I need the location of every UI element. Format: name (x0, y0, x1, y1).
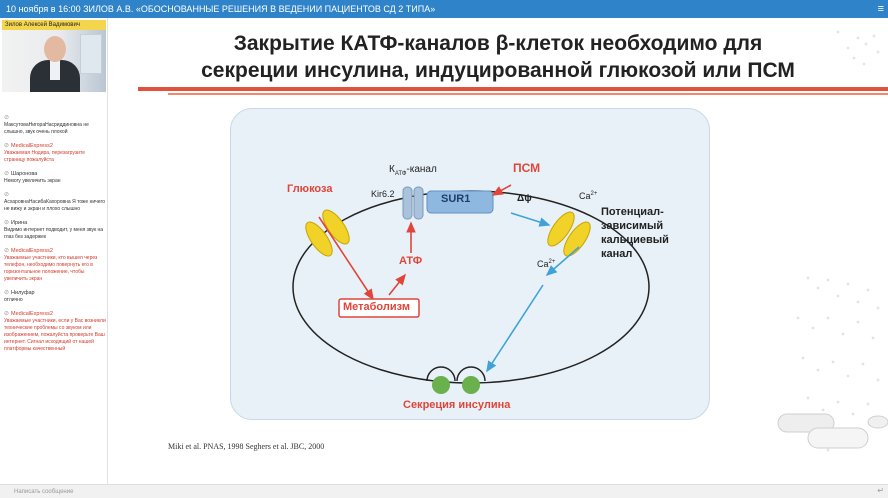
arrow-glucose-to-metabolism (318, 216, 374, 301)
chat-message-text: МаксутоваНигораНасриддиновна не слышно, … (4, 122, 89, 135)
chat-message-input[interactable]: Написать сообщение (14, 489, 74, 495)
kir62-subunit-left (402, 186, 413, 220)
beta-cell-diagram-svg (292, 184, 650, 394)
arrow-calcium-to-secretion (486, 284, 544, 373)
calcium-channel-right (563, 221, 591, 257)
arrow-calcium-in (545, 246, 580, 277)
presentation-slide: Закрытие КАТФ-каналов β-клеток необходим… (108, 18, 888, 484)
arrow-metabolism-to-atp (388, 273, 406, 296)
calcium-channel-left (547, 211, 575, 247)
user-icon: ⊘ (4, 171, 10, 177)
chat-sidebar: Зилов Алексей Вадимович ⊘МаксутоваНигора… (0, 18, 108, 484)
user-icon: ⊘ (4, 115, 10, 121)
chat-message-author: ⊘Ирина (4, 219, 28, 227)
sur1-label: SUR1 (441, 193, 471, 205)
delta-psi-label: Δψ (517, 193, 532, 204)
user-icon: ⊘ (4, 143, 10, 149)
meeting-title-bar: 10 ноября в 16:00 ЗИЛОВ А.В. «ОБОСНОВАНН… (0, 0, 888, 18)
arrow-dpsi-to-channel (510, 212, 551, 227)
chat-message-author: ⊘MedicalExpress2 (4, 142, 53, 150)
speaker-name-label: Зилов Алексей Вадимович (2, 20, 106, 30)
metabolism-box (338, 298, 420, 318)
slide-title: Закрытие КАТФ-каналов β-клеток необходим… (108, 30, 888, 84)
speaker-head (44, 36, 66, 62)
user-icon: ⊘ (4, 311, 10, 317)
chat-message-author: ⊘ (4, 114, 106, 121)
calcium-outer-label: Ca2+ (579, 191, 598, 201)
meeting-title: 10 ноября в 16:00 ЗИЛОВ А.В. «ОБОСНОВАНН… (6, 4, 436, 14)
title-underline (138, 87, 888, 91)
atp-label: АТФ (399, 255, 423, 267)
hamburger-icon[interactable]: ≡ (877, 3, 884, 15)
slide-citation: Miki et al. PNAS, 1998 Seghers et al. JB… (168, 442, 325, 451)
chat-message-text: АсхаровнаНасибаКахоровна Я тоже ничего н… (4, 199, 106, 212)
chat-message-author: ⊘MedicalExpress2 (4, 247, 53, 255)
katp-channel-label: КАТФ-канал (389, 164, 437, 177)
calcium-inner-label: Ca2+ (537, 259, 556, 269)
decorative-dots-graphic (777, 30, 888, 452)
chat-message: ⊘МаксутоваНигораНасриддиновна не слышно,… (4, 114, 106, 136)
pill-icon (777, 413, 888, 449)
sur1-box (426, 190, 494, 214)
kir62-subunit-right (413, 186, 424, 220)
user-icon: ⊘ (4, 220, 10, 226)
chat-message-text: Уважаемые участники, кто вышел через тел… (4, 255, 98, 282)
chat-message-text: Немогу увеличить экран (4, 178, 61, 184)
user-icon: ⊘ (4, 290, 10, 296)
arrow-psm-to-sur1 (491, 184, 512, 196)
glucose-transporter-left (305, 221, 333, 257)
chat-message-text: отлично (4, 297, 23, 303)
insulin-granule-left (426, 366, 456, 382)
chat-message-text: Уважаемая Нодира, перезагрузите страницу… (4, 150, 85, 163)
user-icon: ⊘ (4, 192, 10, 198)
chat-messages: ⊘МаксутоваНигораНасриддиновна не слышно,… (4, 114, 106, 359)
chat-message-text: Видимо интернет подводит, у меня звук на… (4, 227, 104, 240)
insulin-granule-right (456, 366, 486, 382)
chat-input-bar: Написать сообщение ↵ (0, 484, 888, 498)
chat-message-author: ⊘Нилуфар (4, 289, 35, 297)
send-icon[interactable]: ↵ (877, 486, 884, 495)
kir62-label: Kir6.2 (371, 189, 395, 199)
chat-message-author: ⊘ (4, 191, 106, 198)
title-underline-thin (168, 93, 888, 95)
chat-message: ⊘АсхаровнаНасибаКахоровна Я тоже ничего … (4, 191, 106, 213)
user-icon: ⊘ (4, 248, 10, 254)
calcium-channel-label: Потенциал- зависимый кальциевый канал (601, 206, 669, 260)
speaker-video[interactable]: Зилов Алексей Вадимович (2, 20, 106, 92)
chat-message-author: ⊘MedicalExpress2 (4, 310, 53, 318)
psm-label: ПСМ (513, 161, 541, 175)
slide-title-line2: секреции инсулина, индуцированной глюкоз… (201, 59, 795, 82)
beta-cell-diagram: КАТФ-канал ПСМ Глюкоза Kir6.2 SUR1 Δψ Ca… (230, 108, 710, 420)
cell-membrane (292, 190, 650, 384)
chat-message-author: ⊘Шаронова (4, 170, 38, 178)
insulin-secretion-label: Секреция инсулина (403, 399, 511, 411)
glucose-label: Глюкоза (287, 183, 333, 195)
chat-message-text: Уважаемые участники, если у Вас возникли… (4, 318, 106, 352)
metabolism-label: Метаболизм (343, 301, 410, 313)
slide-title-line1: Закрытие КАТФ-каналов β-клеток необходим… (233, 32, 763, 55)
